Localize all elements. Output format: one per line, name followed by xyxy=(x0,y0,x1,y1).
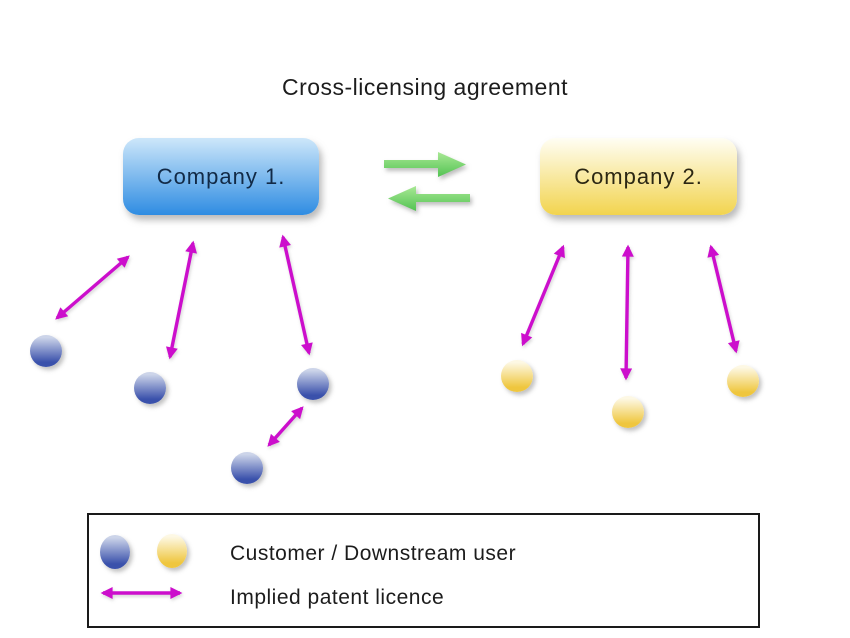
legend-blue-customer-icon xyxy=(100,535,130,569)
implied-licence-arrow xyxy=(55,255,130,320)
implied-licence-arrow xyxy=(166,240,197,360)
diagram-title: Cross-licensing agreement xyxy=(281,74,569,100)
company-2-label: Company 2. xyxy=(574,163,703,189)
implied-licence-arrow xyxy=(267,406,304,447)
license-arrow-left-icon xyxy=(388,186,470,211)
legend-box: Customer / Downstream user Implied paten… xyxy=(87,513,760,628)
implied-licence-arrow xyxy=(707,244,740,354)
implied-licence-arrow xyxy=(279,234,313,356)
cross-license-arrows xyxy=(384,152,470,211)
company-1-box: Company 1. xyxy=(123,138,319,215)
legend-yellow-customer-icon xyxy=(157,534,187,568)
company-2-box: Company 2. xyxy=(540,138,737,215)
implied-licence-arrow xyxy=(521,244,565,347)
customer-node-yellow xyxy=(501,360,533,392)
customer-node-yellow xyxy=(727,365,759,397)
legend-licence-label: Implied patent licence xyxy=(230,586,445,609)
implied-licence-arrow xyxy=(620,244,634,381)
customer-node-blue xyxy=(297,368,329,400)
customer-node-blue xyxy=(231,452,263,484)
company-1-label: Company 1. xyxy=(156,163,286,189)
customer-node-blue xyxy=(30,335,62,367)
customer-node-yellow xyxy=(612,396,644,428)
customer-node-blue xyxy=(134,372,166,404)
legend-customer-label: Customer / Downstream user xyxy=(230,542,517,565)
license-arrow-right-icon xyxy=(384,152,466,177)
